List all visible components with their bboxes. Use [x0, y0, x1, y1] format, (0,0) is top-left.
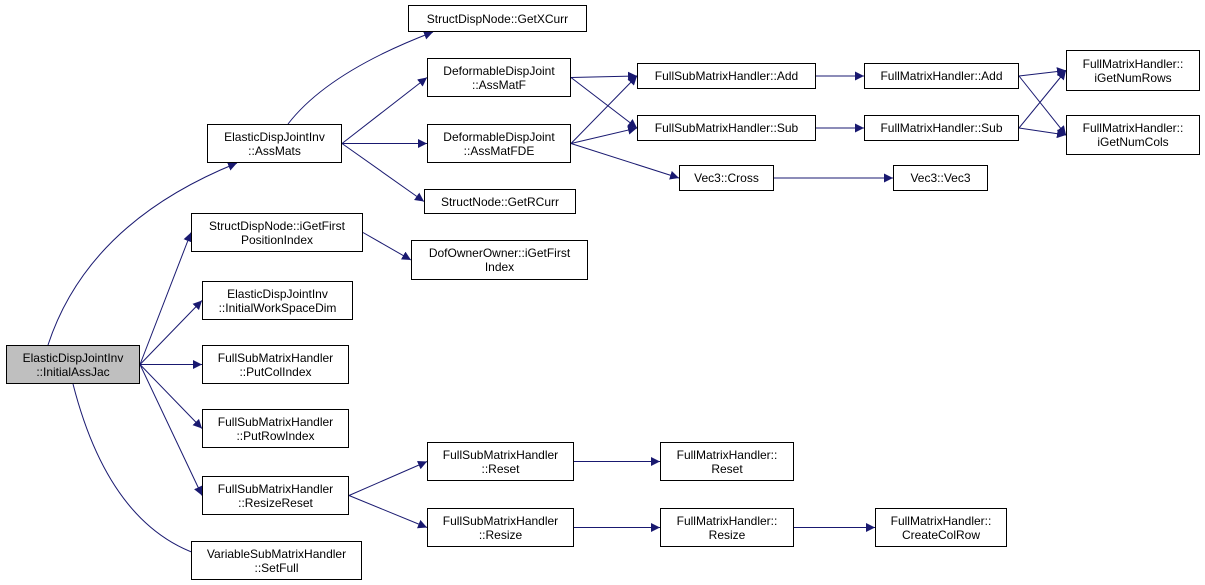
node-fullmatrixhandler-add[interactable]: FullMatrixHandler::Add: [864, 63, 1019, 89]
node-label-line1: StructDispNode::GetXCurr: [426, 11, 569, 26]
edge-assmats-to-assmatf: [341, 77, 428, 144]
node-fullmatrixhandler-igetnumrows[interactable]: FullMatrixHandler:: iGetNumRows: [1066, 50, 1200, 91]
edge-sdn_first-to-dofowner: [362, 232, 412, 261]
node-label-line2: ::PutRowIndex: [236, 428, 315, 443]
node-structdispnode-getxcurr[interactable]: StructDispNode::GetXCurr: [408, 5, 587, 32]
node-deformabledispjoint-assmatfde[interactable]: DeformableDispJoint ::AssMatFDE: [427, 124, 571, 163]
node-fullsubmatrixhandler-resizereset[interactable]: FullSubMatrixHandler ::ResizeReset: [202, 476, 349, 515]
node-label-line1: FullSubMatrixHandler: [217, 481, 334, 496]
edge-root-to-assmats: [47, 162, 238, 346]
edge-root-to-iwsd: [139, 300, 203, 365]
node-label-line2: Index: [484, 260, 515, 274]
node-label-line1: FullMatrixHandler::: [890, 513, 992, 528]
node-label-line1: StructDispNode::iGetFirst: [208, 218, 346, 233]
node-label-line1: ElasticDispJointInv: [22, 350, 124, 365]
node-label-line1: FullSubMatrixHandler::Add: [654, 69, 799, 83]
node-label-line1: FullSubMatrixHandler: [442, 447, 559, 462]
edge-assmatf-to-fsm_add: [570, 71, 638, 81]
node-label-line1: DofOwnerOwner::iGetFirst: [428, 246, 571, 260]
node-label-line2: ::AssMatFDE: [463, 143, 535, 158]
node-label-line1: FullMatrixHandler::: [676, 513, 778, 528]
node-label-line2: CreateColRow: [901, 527, 981, 542]
node-label-line2: ::AssMats: [248, 143, 301, 158]
node-structdispnode-igetfirstpositionindex[interactable]: StructDispNode::iGetFirst PositionIndex: [191, 213, 363, 252]
edge-assmatfde-to-fsm_sub: [570, 125, 638, 144]
node-label-line1: ElasticDispJointInv: [227, 286, 328, 301]
edge-root-to-resizereset: [139, 364, 203, 496]
edge-assmats-to-getrcurr: [341, 143, 425, 202]
edge-fm_sub-to-numrows: [1018, 70, 1067, 129]
node-label-line2: PositionIndex: [240, 232, 314, 247]
node-label-line1: FullMatrixHandler::: [676, 447, 778, 462]
node-label-line1: FullSubMatrixHandler: [217, 350, 334, 365]
node-label-line2: Resize: [708, 527, 746, 542]
node-fullmatrixhandler-sub[interactable]: FullMatrixHandler::Sub: [864, 115, 1019, 141]
node-label-line1: FullMatrixHandler::: [1082, 121, 1184, 135]
node-label-line2: ::InitialWorkSpaceDim: [218, 300, 337, 315]
node-label-line2: ::AssMatF: [471, 77, 526, 92]
node-label-line1: Vec3::Vec3: [910, 171, 971, 185]
node-dofownerowner-igetfirstindex[interactable]: DofOwnerOwner::iGetFirst Index: [411, 240, 588, 280]
node-label-line1: FullMatrixHandler::Sub: [880, 121, 1003, 135]
edge-root-to-putrow: [139, 364, 203, 429]
node-fullsubmatrixhandler-resize[interactable]: FullSubMatrixHandler ::Resize: [427, 508, 574, 547]
node-fullmatrixhandler-resize[interactable]: FullMatrixHandler:: Resize: [660, 508, 794, 547]
node-elasticdispjointinv-initialassjac: ElasticDispJointInv ::InitialAssJac: [6, 345, 140, 384]
node-label-line2: ::SetFull: [254, 560, 299, 575]
node-label-line1: FullMatrixHandler::: [1082, 56, 1184, 71]
edge-root-to-sdn_first: [139, 232, 192, 365]
node-label-line1: FullSubMatrixHandler: [217, 414, 334, 429]
node-vec3-cross[interactable]: Vec3::Cross: [679, 165, 774, 191]
edge-root-to-setfull: [72, 383, 222, 564]
node-label-line2: ::Reset: [481, 461, 520, 476]
node-fullmatrixhandler-reset[interactable]: FullMatrixHandler:: Reset: [660, 442, 794, 481]
edge-assmatfde-to-vec3cross: [570, 143, 680, 180]
node-variablesubmatrixhandler-setfull[interactable]: VariableSubMatrixHandler ::SetFull: [191, 541, 362, 580]
node-label-line1: DeformableDispJoint: [443, 63, 555, 78]
edge-assmatfde-to-fsm_add: [570, 75, 638, 144]
edge-fm_add-to-numrows: [1018, 67, 1067, 77]
node-structnode-getrcurr[interactable]: StructNode::GetRCurr: [424, 189, 576, 214]
edge-resizereset-to-fsm_reset: [348, 460, 428, 496]
node-label-line1: StructNode::GetRCurr: [440, 194, 560, 209]
node-label-line1: ElasticDispJointInv: [224, 129, 325, 144]
node-label-line1: DeformableDispJoint: [443, 129, 555, 144]
node-vec3-vec3[interactable]: Vec3::Vec3: [893, 165, 988, 191]
node-elasticdispjointinv-initialworkspacedim[interactable]: ElasticDispJointInv ::InitialWorkSpaceDi…: [202, 281, 353, 320]
node-label-line1: VariableSubMatrixHandler: [206, 546, 347, 561]
node-fullmatrixhandler-createcolrow[interactable]: FullMatrixHandler:: CreateColRow: [875, 508, 1007, 547]
node-fullsubmatrixhandler-sub[interactable]: FullSubMatrixHandler::Sub: [637, 115, 816, 141]
node-label-line2: Reset: [711, 461, 743, 476]
node-deformabledispjoint-assmatf[interactable]: DeformableDispJoint ::AssMatF: [427, 58, 571, 97]
node-fullsubmatrixhandler-add[interactable]: FullSubMatrixHandler::Add: [637, 63, 816, 89]
node-label-line2: iGetNumRows: [1094, 70, 1172, 85]
node-fullsubmatrixhandler-putrowindex[interactable]: FullSubMatrixHandler ::PutRowIndex: [202, 409, 349, 448]
edge-fm_sub-to-numcols: [1018, 127, 1067, 139]
node-label-line2: ::InitialAssJac: [36, 364, 110, 379]
node-elasticdispjointinv-assmats[interactable]: ElasticDispJointInv ::AssMats: [207, 124, 342, 163]
node-fullsubmatrixhandler-reset[interactable]: FullSubMatrixHandler ::Reset: [427, 442, 574, 481]
node-label-line2: ::ResizeReset: [238, 495, 313, 510]
node-label-line2: ::PutColIndex: [239, 364, 312, 379]
node-fullsubmatrixhandler-putcolindex[interactable]: FullSubMatrixHandler ::PutColIndex: [202, 345, 349, 384]
node-label-line1: FullSubMatrixHandler::Sub: [654, 121, 799, 135]
edge-fm_add-to-numcols: [1018, 75, 1067, 136]
edge-assmats-to-getxcurr: [287, 31, 434, 125]
node-label-line1: Vec3::Cross: [694, 171, 759, 185]
node-label-line1: FullSubMatrixHandler: [442, 513, 559, 528]
edge-resizereset-to-fsm_resize: [348, 495, 428, 529]
node-label-line2: ::Resize: [478, 527, 523, 542]
node-label-line1: FullMatrixHandler::Add: [880, 69, 1003, 83]
node-fullmatrixhandler-igetnumcols[interactable]: FullMatrixHandler:: iGetNumCols: [1066, 115, 1200, 155]
node-label-line2: iGetNumCols: [1097, 135, 1169, 149]
edge-assmatf-to-fsm_sub: [570, 77, 638, 129]
